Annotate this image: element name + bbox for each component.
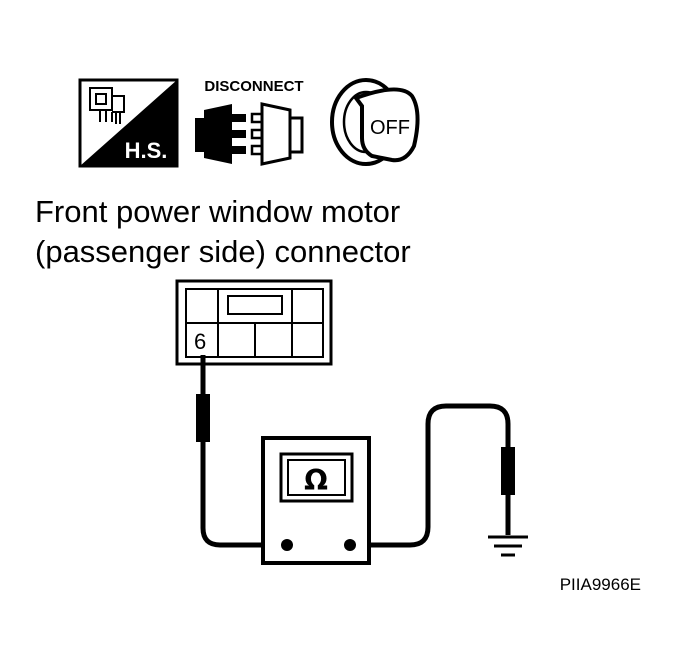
ohm-symbol: Ω [304, 464, 328, 497]
positive-test-lead [196, 355, 287, 548]
ground-icon [488, 535, 528, 557]
connector-caption-line2: (passenger side) connector [35, 234, 411, 269]
connector-face: 6 [175, 279, 333, 366]
harness-side-icon: H.S. [78, 78, 179, 168]
connector-caption-line1: Front power window motor [35, 194, 400, 229]
ignition-off-label: OFF [370, 117, 410, 139]
disconnect-label: DISCONNECT [204, 78, 303, 95]
meter-terminal-negative [344, 539, 356, 551]
ignition-off-icon: OFF [330, 78, 420, 166]
figure-id: PIIA9966E [560, 575, 641, 594]
meter-terminal-positive [281, 539, 293, 551]
negative-test-lead [350, 403, 515, 548]
ohmmeter: Ω [261, 436, 371, 565]
disconnect-icon: DISCONNECT [195, 78, 304, 166]
harness-side-label: H.S. [125, 138, 168, 163]
terminal-number: 6 [194, 329, 206, 354]
